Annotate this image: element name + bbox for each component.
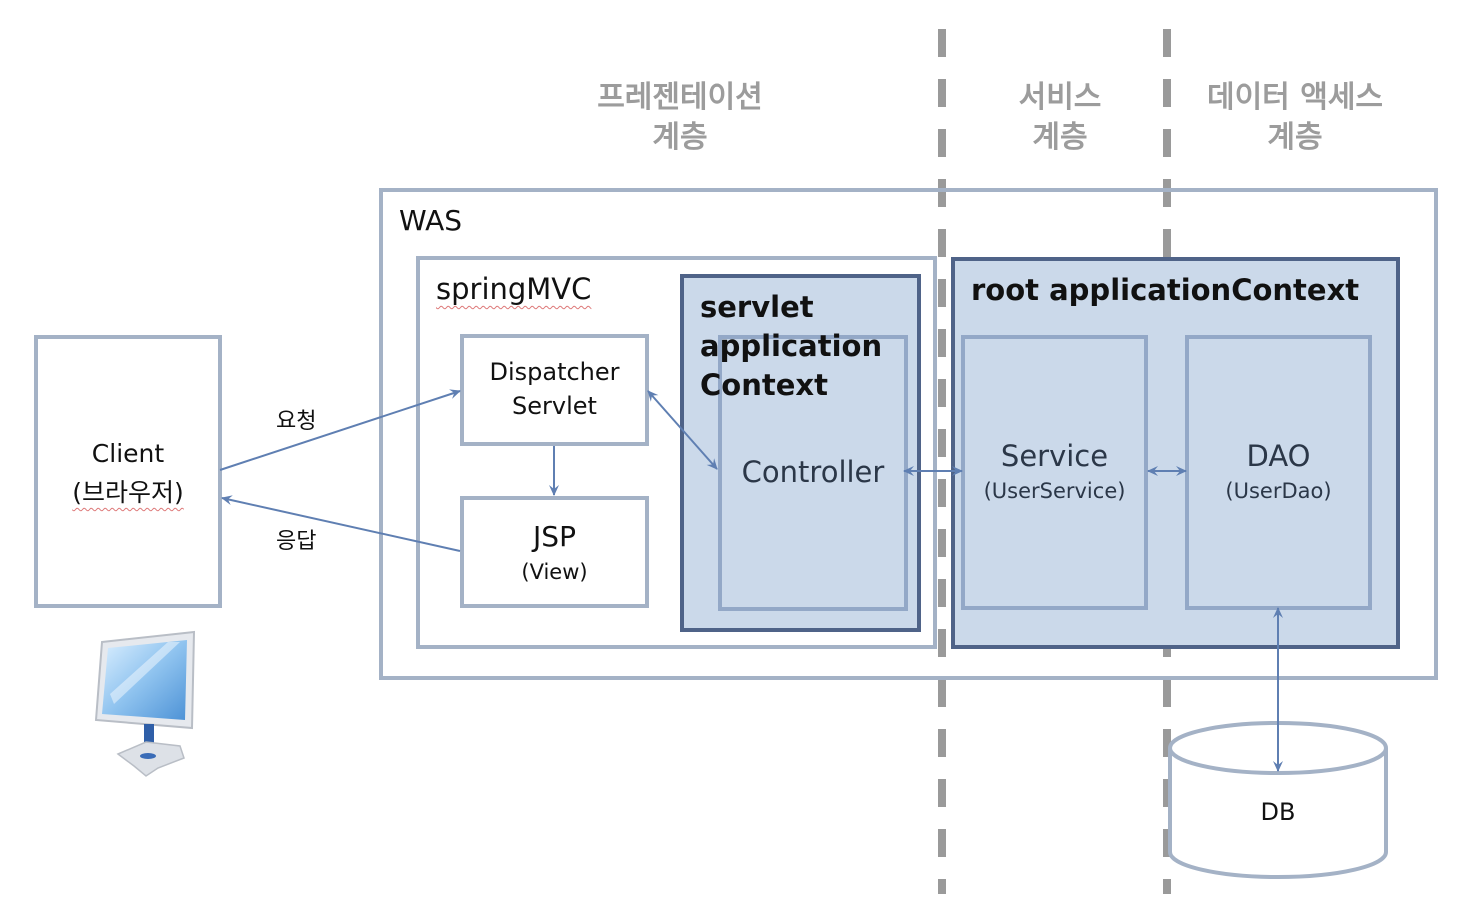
request-label: 요청 <box>276 409 317 434</box>
dispatcher-servlet-line1: Dispatcher <box>489 358 620 386</box>
service-label: Service <box>1000 439 1109 473</box>
dao-sublabel: (UserDao) <box>1225 479 1332 503</box>
monitor-icon <box>88 628 198 778</box>
request-arrow <box>219 389 461 471</box>
client-box: Client (브라우저) <box>34 335 222 608</box>
client-sublabel-text: (브라우저) <box>72 478 184 507</box>
layer-title-service-line2: 계층 <box>1032 120 1088 155</box>
layer-title-service: 서비스 계층 <box>980 78 1140 158</box>
client-sublabel: (브라우저) <box>38 473 218 509</box>
jsp-label: JSP <box>533 520 576 553</box>
layer-title-presentation: 프레젠테이션 계층 <box>560 78 800 158</box>
jsp-box: JSP (View) <box>460 496 649 608</box>
jsp-sublabel: (View) <box>521 560 588 584</box>
layer-title-data-access: 데이터 액세스 계층 <box>1190 78 1400 158</box>
layer-title-service-line1: 서비스 <box>1018 80 1102 115</box>
root-context-box: root applicationContext Service (UserSer… <box>951 257 1400 649</box>
layer-title-presentation-line2: 계층 <box>652 120 708 155</box>
controller-label: Controller <box>741 455 885 489</box>
client-label: Client <box>91 439 165 468</box>
service-sublabel: (UserService) <box>983 479 1126 503</box>
layer-title-data-access-line2: 계층 <box>1267 120 1323 155</box>
servlet-context-title: servlet application Context <box>700 288 882 405</box>
layer-title-presentation-line1: 프레젠테이션 <box>597 80 763 115</box>
spring-mvc-title: springMVC <box>436 272 592 306</box>
dispatcher-controller-arrow <box>647 390 718 470</box>
db-label: DB <box>1260 798 1296 826</box>
was-title: WAS <box>399 204 463 237</box>
layer-divider-presentation-service <box>938 29 946 894</box>
root-context-title: root applicationContext <box>971 273 1360 307</box>
was-box: WAS <box>379 188 1438 680</box>
servlet-context-title-line2: application <box>700 329 883 363</box>
spring-mvc-box: springMVC <box>416 256 937 649</box>
service-box: Service (UserService) <box>961 335 1148 610</box>
servlet-context-title-line1: servlet <box>700 290 814 324</box>
servlet-context-title-line3: Context <box>700 368 828 402</box>
response-arrow <box>221 495 461 552</box>
response-label: 응답 <box>276 529 317 554</box>
dispatcher-servlet-line2: Servlet <box>512 392 597 420</box>
servlet-context-box: Controller servlet application Context <box>680 274 921 632</box>
dao-label: DAO <box>1246 439 1311 473</box>
dao-box: DAO (UserDao) <box>1185 335 1372 610</box>
layer-title-data-access-line1: 데이터 액세스 <box>1206 80 1384 115</box>
controller-box: Controller <box>718 335 908 611</box>
dispatcher-servlet-box: Dispatcher Servlet <box>460 334 649 446</box>
